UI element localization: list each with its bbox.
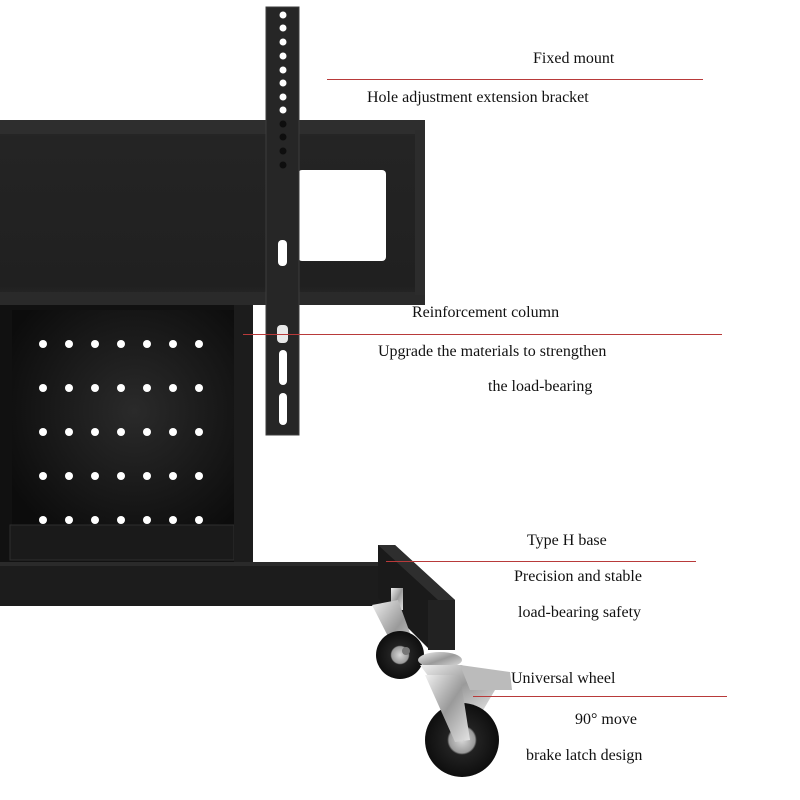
callout-title: Type H base	[527, 532, 607, 549]
callout-description-line-2: brake latch design	[526, 747, 643, 764]
leader-line-reinforcement	[243, 334, 722, 335]
perforation-holes	[39, 340, 203, 524]
callout-description-line-2: load-bearing safety	[518, 604, 642, 621]
callout-description-line-2: the load-bearing	[488, 378, 593, 395]
leader-line-fixed-mount	[327, 79, 703, 80]
callout-title: Reinforcement column	[412, 304, 560, 321]
leader-line-type-h	[386, 561, 696, 562]
vesa-bracket	[265, 6, 300, 436]
callout-description-line-1: Precision and stable	[514, 568, 642, 585]
leader-line-universal-wheel	[473, 696, 727, 697]
storage-box	[0, 305, 253, 567]
front-caster	[418, 652, 512, 777]
callout-title: Universal wheel	[511, 670, 616, 687]
callout-description-line-1: 90° move	[575, 711, 637, 728]
callout-description: Hole adjustment extension bracket	[367, 89, 589, 106]
crossbar	[0, 120, 425, 305]
h-base	[0, 545, 455, 650]
callout-title: Fixed mount	[533, 50, 615, 67]
callout-description-line-1: Upgrade the materials to strengthen	[378, 343, 607, 360]
rear-caster	[372, 600, 424, 679]
